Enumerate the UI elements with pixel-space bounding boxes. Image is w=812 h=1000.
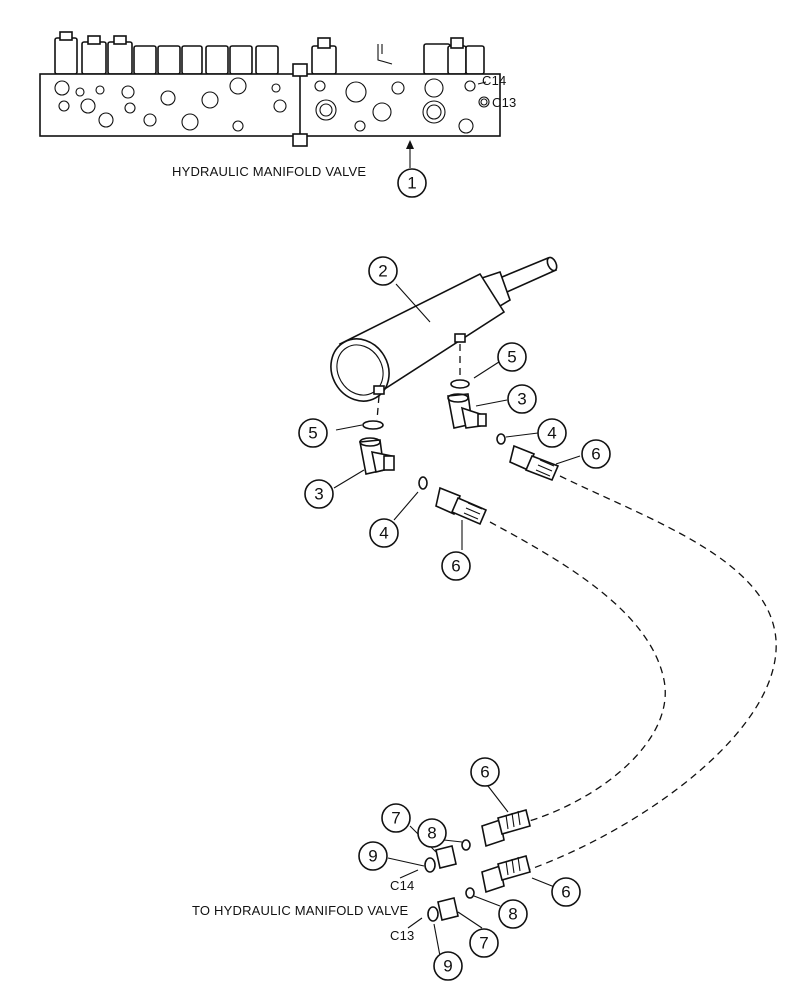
callout-4-right: 4 (537, 418, 567, 448)
callout-9-lower: 9 (433, 951, 463, 981)
manifold-valve: C14 C13 HYDRAULIC MANIFOLD VALVE (39, 31, 516, 179)
svg-text:9: 9 (443, 957, 452, 976)
o-ring-8-lower (465, 887, 475, 899)
port-label-c14-bottom: C14 (390, 878, 414, 893)
svg-text:4: 4 (547, 424, 556, 443)
svg-text:5: 5 (308, 424, 317, 443)
svg-text:6: 6 (591, 445, 600, 464)
port-label-c13-bottom: C13 (390, 928, 414, 943)
svg-text:7: 7 (479, 934, 488, 953)
o-ring-5-left (362, 420, 384, 430)
callout-3-right: 3 (507, 384, 537, 414)
callout-8-lower: 8 (498, 899, 528, 929)
manifold-ports (54, 77, 490, 134)
callout-2: 2 (368, 256, 398, 286)
svg-text:6: 6 (451, 557, 460, 576)
callout-5-left: 5 (298, 418, 328, 448)
manifold-fittings-lower: C14 TO HYDRAULIC MANIFOLD VALVE C13 (192, 809, 531, 943)
callout-5-right: 5 (497, 342, 527, 372)
callout-3-left: 3 (304, 479, 334, 509)
svg-text:1: 1 (407, 174, 416, 193)
svg-text:7: 7 (391, 809, 400, 828)
svg-text:2: 2 (378, 262, 387, 281)
hose-route-left (489, 521, 666, 823)
callout-6-upper-left: 6 (441, 551, 471, 581)
o-ring-5-right (450, 379, 470, 389)
o-ring-4-right (496, 433, 506, 445)
svg-text:3: 3 (314, 485, 323, 504)
o-ring-4-left (418, 476, 428, 490)
svg-text:6: 6 (480, 763, 489, 782)
align-line-port-a (376, 395, 380, 421)
callout-8-upper: 8 (417, 818, 447, 848)
callout-1: 1 (397, 168, 427, 198)
svg-text:8: 8 (508, 905, 517, 924)
svg-text:9: 9 (368, 847, 377, 866)
fitting-group-left (359, 420, 488, 526)
svg-text:4: 4 (379, 524, 388, 543)
hose-route-right (527, 475, 777, 871)
hydraulic-cylinder (330, 256, 558, 402)
svg-text:5: 5 (507, 348, 516, 367)
o-ring-9-lower (427, 906, 439, 922)
fitting-group-right (447, 379, 560, 482)
callout-6-lower-top: 6 (470, 757, 500, 787)
svg-text:6: 6 (561, 883, 570, 902)
o-ring-8-upper (461, 839, 471, 851)
manifold-title: HYDRAULIC MANIFOLD VALVE (172, 164, 366, 179)
callout-6-upper-right: 6 (581, 439, 611, 469)
callout-9-upper: 9 (358, 841, 388, 871)
svg-text:3: 3 (517, 390, 526, 409)
manifold-solenoids (54, 31, 485, 75)
o-ring-9-upper (424, 857, 436, 873)
callout-7-upper: 7 (381, 803, 411, 833)
svg-text:8: 8 (427, 824, 436, 843)
callout-4-left: 4 (369, 518, 399, 548)
port-label-c13-top: C13 (492, 95, 516, 110)
callout-6-lower-bottom: 6 (551, 877, 581, 907)
callout-7-lower: 7 (469, 928, 499, 958)
port-label-c14-top: C14 (482, 73, 506, 88)
to-manifold-label: TO HYDRAULIC MANIFOLD VALVE (192, 903, 408, 918)
